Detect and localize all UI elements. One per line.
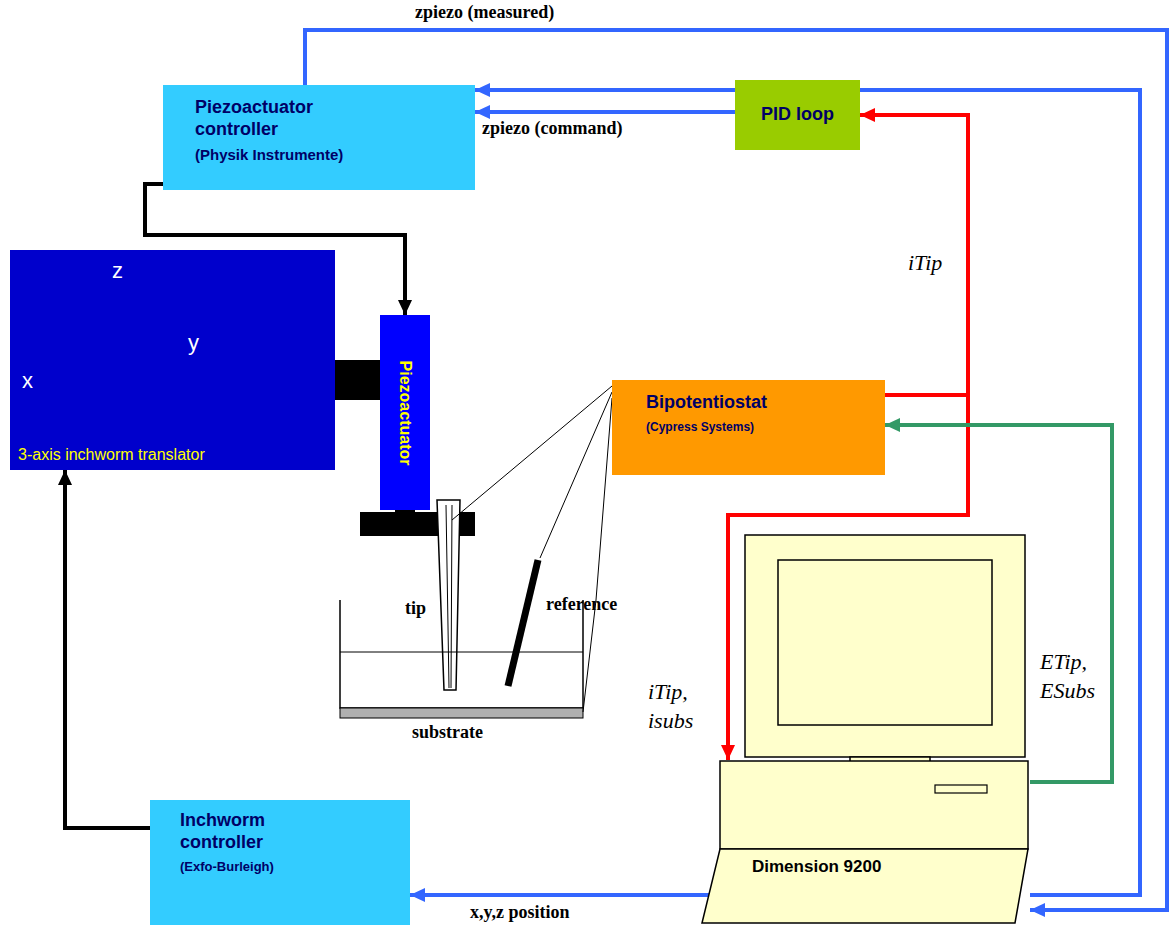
signal-connector [475, 90, 1140, 895]
node-title: Dimension 9200 [752, 857, 881, 877]
part-label: substrate [412, 722, 483, 743]
arrow-head [885, 418, 900, 432]
signal-connector [860, 115, 968, 395]
pid-box: PID loop [735, 80, 860, 150]
mount-block [335, 360, 381, 400]
computer-unit: Dimension 9200 [700, 760, 1030, 925]
signal-label: zpiezo (command) [482, 118, 622, 139]
substrate-lead [583, 398, 612, 712]
node-subtitle: (Exfo-Burleigh) [180, 859, 400, 875]
tip-wire [451, 505, 452, 688]
arrow-head [475, 105, 490, 119]
translator-box: 3-axis inchworm translator [10, 250, 335, 470]
cell-beaker [340, 600, 583, 708]
computer-monitor [745, 535, 1025, 765]
controller-box: Piezoactuator controller (Physik Instrume… [163, 85, 475, 190]
arrow-head [58, 470, 72, 485]
node-title: Piezoactuator controller [195, 97, 355, 140]
signal-connector [410, 893, 712, 897]
node-title: Inchworm controller [180, 810, 320, 853]
signal-connector [65, 470, 150, 828]
tip-lead [452, 386, 612, 520]
node-subtitle: (Physik Instrumente) [195, 146, 455, 164]
tip-wire [446, 505, 449, 688]
reference-electrode [508, 560, 538, 686]
signal-label: ETip, ESubs [1040, 648, 1110, 705]
arrow-head [721, 745, 735, 760]
piezoactuator-bar: Piezoactuator [380, 315, 430, 510]
arrow-head [860, 108, 875, 122]
node-subtitle: (Cypress Systems) [646, 420, 877, 434]
arrow-head [475, 83, 490, 97]
signal-label: zpiezo (measured) [415, 2, 554, 23]
tip-pipette [437, 500, 460, 690]
arrow-head [410, 888, 425, 902]
node-title: PID loop [761, 104, 834, 126]
part-label: tip [405, 598, 426, 619]
node-title: Bipotentiostat [646, 392, 877, 414]
computer-shape [700, 760, 1030, 925]
signal-label: iTip [908, 250, 942, 276]
solution-level [340, 652, 583, 653]
node-title: 3-axis inchworm translator [18, 445, 329, 464]
arrow-head [398, 300, 412, 315]
substrate-plate [340, 708, 583, 718]
bipotentiostat-box: Bipotentiostat (Cypress Systems) [612, 380, 885, 475]
arrow-head [1030, 903, 1045, 917]
controller-box: Inchworm controller (Exfo-Burleigh) [150, 800, 410, 925]
node-title: Piezoactuator [395, 360, 414, 465]
part-label: reference [546, 594, 617, 615]
signal-label: x,y,z position [470, 902, 570, 923]
signal-connector [885, 425, 1112, 782]
signal-label: iTip, isubs [648, 678, 718, 735]
signal-connector [475, 110, 735, 114]
